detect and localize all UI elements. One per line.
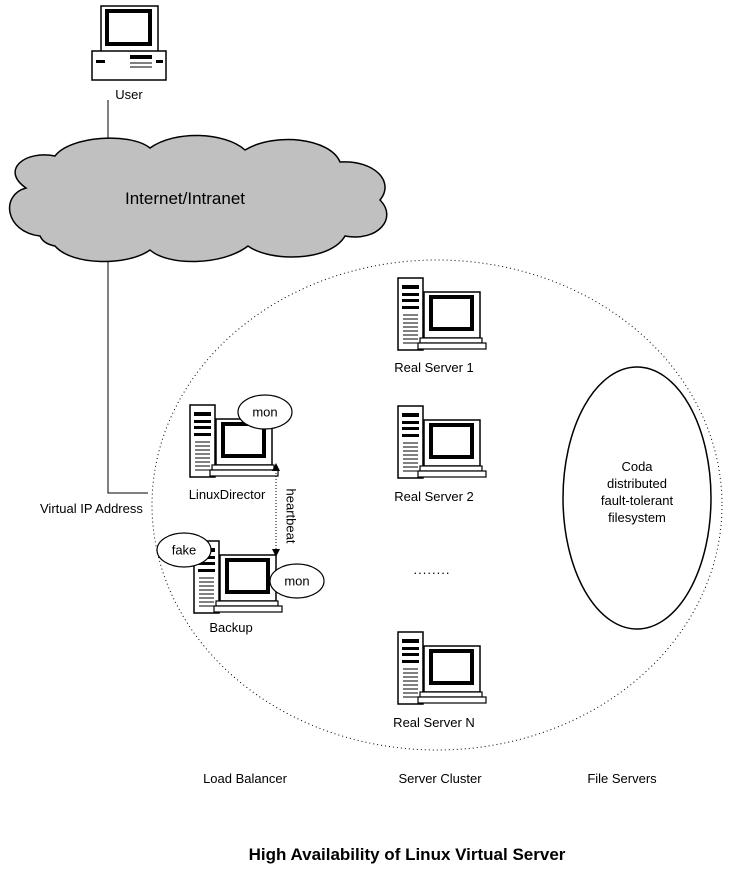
linux-director-label: LinuxDirector — [188, 487, 266, 502]
director-mon-bubble — [237, 394, 293, 430]
real-server-2-icon — [396, 404, 488, 480]
real-server-n-label: Real Server N — [393, 715, 475, 730]
real-server-2-label: Real Server 2 — [394, 489, 474, 504]
coda-line-4: filesystem — [608, 510, 666, 525]
servers-ellipsis: ........ — [413, 562, 451, 577]
real-server-1-label: Real Server 1 — [394, 360, 474, 375]
user-label: User — [115, 87, 143, 102]
server-cluster-label: Server Cluster — [398, 771, 482, 786]
director-mon-label: mon — [252, 404, 278, 420]
coda-line-3: fault-tolerant — [600, 493, 674, 508]
diagram-title: High Availability of Linux Virtual Serve… — [248, 845, 566, 864]
file-servers-label: File Servers — [587, 771, 657, 786]
coda-filesystem-label: Coda distributed fault-tolerant filesyst… — [577, 458, 697, 526]
user-computer-icon — [91, 5, 167, 81]
real-server-1-icon — [396, 276, 488, 352]
coda-line-2: distributed — [607, 476, 667, 491]
cluster-boundary — [151, 259, 723, 751]
vip-link-line — [107, 252, 148, 494]
heartbeat-arrow-up — [272, 463, 280, 471]
backup-label: Backup — [209, 620, 253, 635]
real-server-n-icon — [396, 630, 488, 706]
heartbeat-arrow-down — [272, 549, 280, 557]
coda-filesystem-boundary — [562, 366, 712, 630]
heartbeat-label: heartbeat — [283, 488, 299, 544]
load-balancer-label: Load Balancer — [203, 771, 287, 786]
cloud-icon — [8, 134, 388, 263]
backup-fake-bubble — [156, 532, 212, 568]
backup-fake-label: fake — [171, 542, 197, 558]
network-label: Internet/Intranet — [125, 189, 246, 208]
coda-line-1: Coda — [621, 459, 653, 474]
virtual-ip-label: Virtual IP Address — [40, 501, 143, 516]
backup-mon-bubble — [269, 563, 325, 599]
backup-mon-label: mon — [284, 573, 310, 589]
